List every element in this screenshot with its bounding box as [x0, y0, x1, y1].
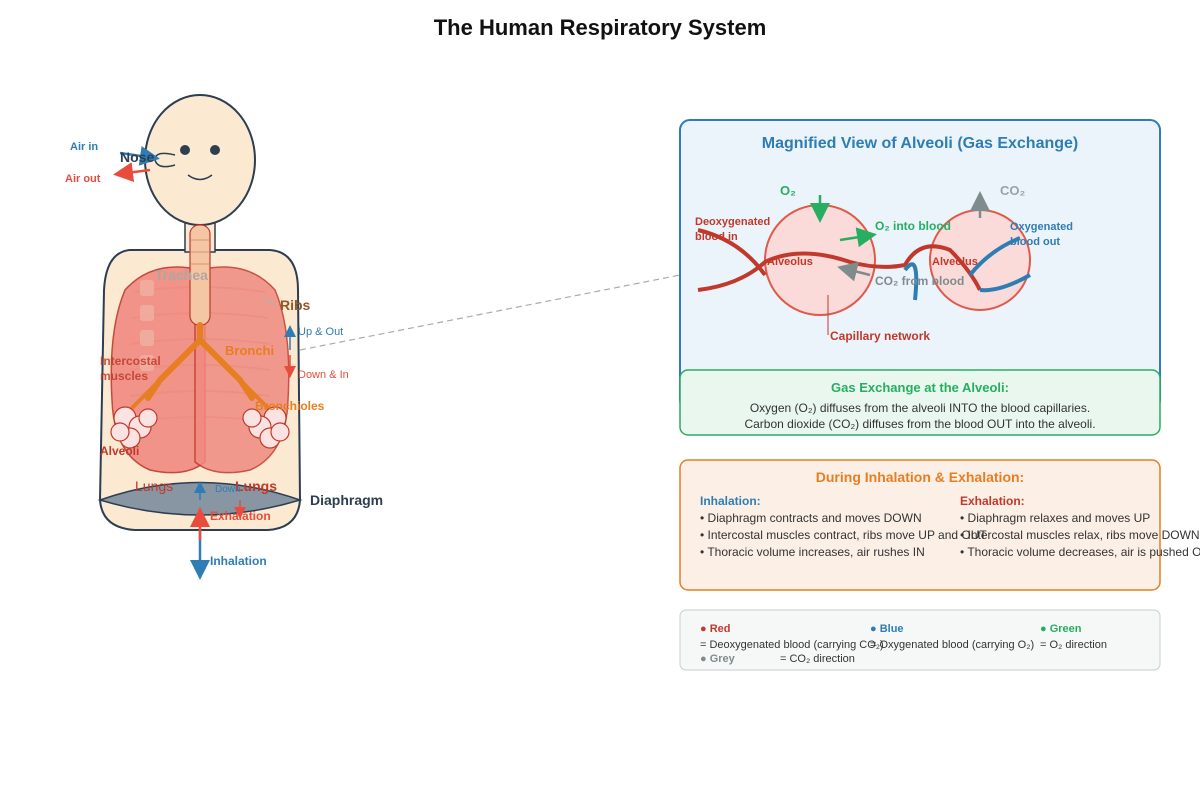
lungs-label-right: Lungs	[235, 478, 277, 494]
bronchi-tree	[130, 322, 270, 410]
legend-green-desc: = O₂ direction	[1040, 639, 1107, 651]
body-figure	[97, 94, 303, 531]
exhalation-item: • Thoracic volume decreases, air is push…	[960, 545, 1200, 559]
breathing-heading: During Inhalation & Exhalation:	[816, 469, 1024, 485]
intercostal-label-1: Intercostal	[100, 354, 161, 368]
inhalation-item: • Thoracic volume increases, air rushes …	[700, 545, 925, 559]
legend-blue: ● Blue	[870, 623, 904, 635]
exhalation-title: Exhalation:	[960, 494, 1025, 508]
magnified-heading: Magnified View of Alveoli (Gas Exchange)	[762, 135, 1079, 152]
exhalation-item: • Intercostal muscles relax, ribs move D…	[960, 528, 1200, 542]
legend-blue-desc: = Oxygenated blood (carrying O₂)	[870, 639, 1034, 651]
air-in-label: Air in	[70, 141, 98, 153]
nose-label: Nose	[120, 149, 154, 165]
right-eye-icon	[210, 145, 220, 155]
up-out-label: Up & Out	[298, 326, 343, 338]
inhalation-item: • Diaphragm contracts and moves DOWN	[700, 511, 922, 525]
deoxygenated-capillary	[697, 228, 982, 292]
alveoli-cluster-left	[110, 406, 158, 449]
o2-label: O₂	[780, 183, 796, 198]
exhalation-item: • Diaphragm relaxes and moves UP	[960, 511, 1150, 525]
oxygenated-label-2: blood out	[1010, 236, 1060, 248]
magnified-panel	[679, 119, 1161, 411]
rib-cartilage	[140, 280, 154, 371]
gas-exchange-heading: Gas Exchange at the Alveoli:	[831, 380, 1009, 395]
breathing-box	[679, 459, 1161, 591]
alveoli-cluster-right	[242, 406, 290, 449]
gas-exchange-line-1: Oxygen (O₂) diffuses from the alveoli IN…	[750, 401, 1090, 415]
down-in-label: Down & In	[298, 369, 349, 381]
diaphragm-label: Diaphragm	[310, 492, 383, 508]
air-out-arrow	[113, 162, 151, 183]
o2-into-blood-arrow	[839, 227, 877, 248]
co2-label: CO₂	[1000, 183, 1026, 198]
inhalation-label: Inhalation	[210, 554, 267, 568]
o2-into-blood-label: O₂ into blood	[875, 219, 951, 233]
air-in-arrow	[119, 145, 160, 166]
down-label: Down	[215, 484, 241, 495]
intercostal-label-2: muscles	[100, 369, 148, 383]
diagram-title: The Human Respiratory System	[434, 15, 767, 40]
exhalation-label: Exhalation	[210, 509, 271, 523]
trachea-rings	[191, 239, 209, 265]
oxygenated-capillary	[903, 236, 1031, 301]
air-out-label: Air out	[65, 173, 101, 185]
bronchioles-label: Bronchioles	[255, 399, 325, 413]
trachea-label: Trachea	[155, 267, 208, 283]
lungs-label-left: Lungs	[135, 478, 173, 494]
legend-green: ● Green	[1040, 623, 1082, 635]
legend-red-desc: = Deoxygenated blood (carrying CO₂)	[700, 639, 884, 651]
ribs-leader-line	[261, 297, 276, 306]
alveolus-label-1: Alveolus	[767, 256, 813, 268]
bronchi-label: Bronchi	[225, 343, 274, 358]
gas-exchange-box	[679, 369, 1161, 436]
legend-red: ● Red	[700, 623, 730, 635]
ribs-label: Ribs	[280, 297, 311, 313]
co2-from-blood-arrow	[837, 261, 871, 282]
magnify-connector	[299, 274, 681, 351]
legend-grey: ● Grey	[700, 653, 736, 665]
inhalation-item: • Intercostal muscles contract, ribs mov…	[700, 528, 987, 542]
co2-from-blood-label: CO₂ from blood	[875, 274, 964, 288]
inhalation-title: Inhalation:	[700, 494, 761, 508]
oxygenated-label-1: Oxygenated	[1010, 221, 1073, 233]
gas-exchange-line-2: Carbon dioxide (CO₂) diffuses from the b…	[744, 417, 1095, 431]
legend-box	[679, 609, 1161, 671]
deoxygenated-label-2: blood in	[695, 231, 738, 243]
mouth-icon	[187, 174, 213, 181]
nose-icon	[154, 152, 176, 168]
capillary-network-label: Capillary network	[830, 329, 930, 343]
alveolus-label-2: Alveolus	[932, 256, 978, 268]
alveoli-label: Alveoli	[100, 444, 139, 458]
deoxygenated-label-1: Deoxygenated	[695, 216, 770, 228]
left-eye-icon	[180, 145, 190, 155]
legend-grey-desc: = CO₂ direction	[780, 653, 855, 665]
